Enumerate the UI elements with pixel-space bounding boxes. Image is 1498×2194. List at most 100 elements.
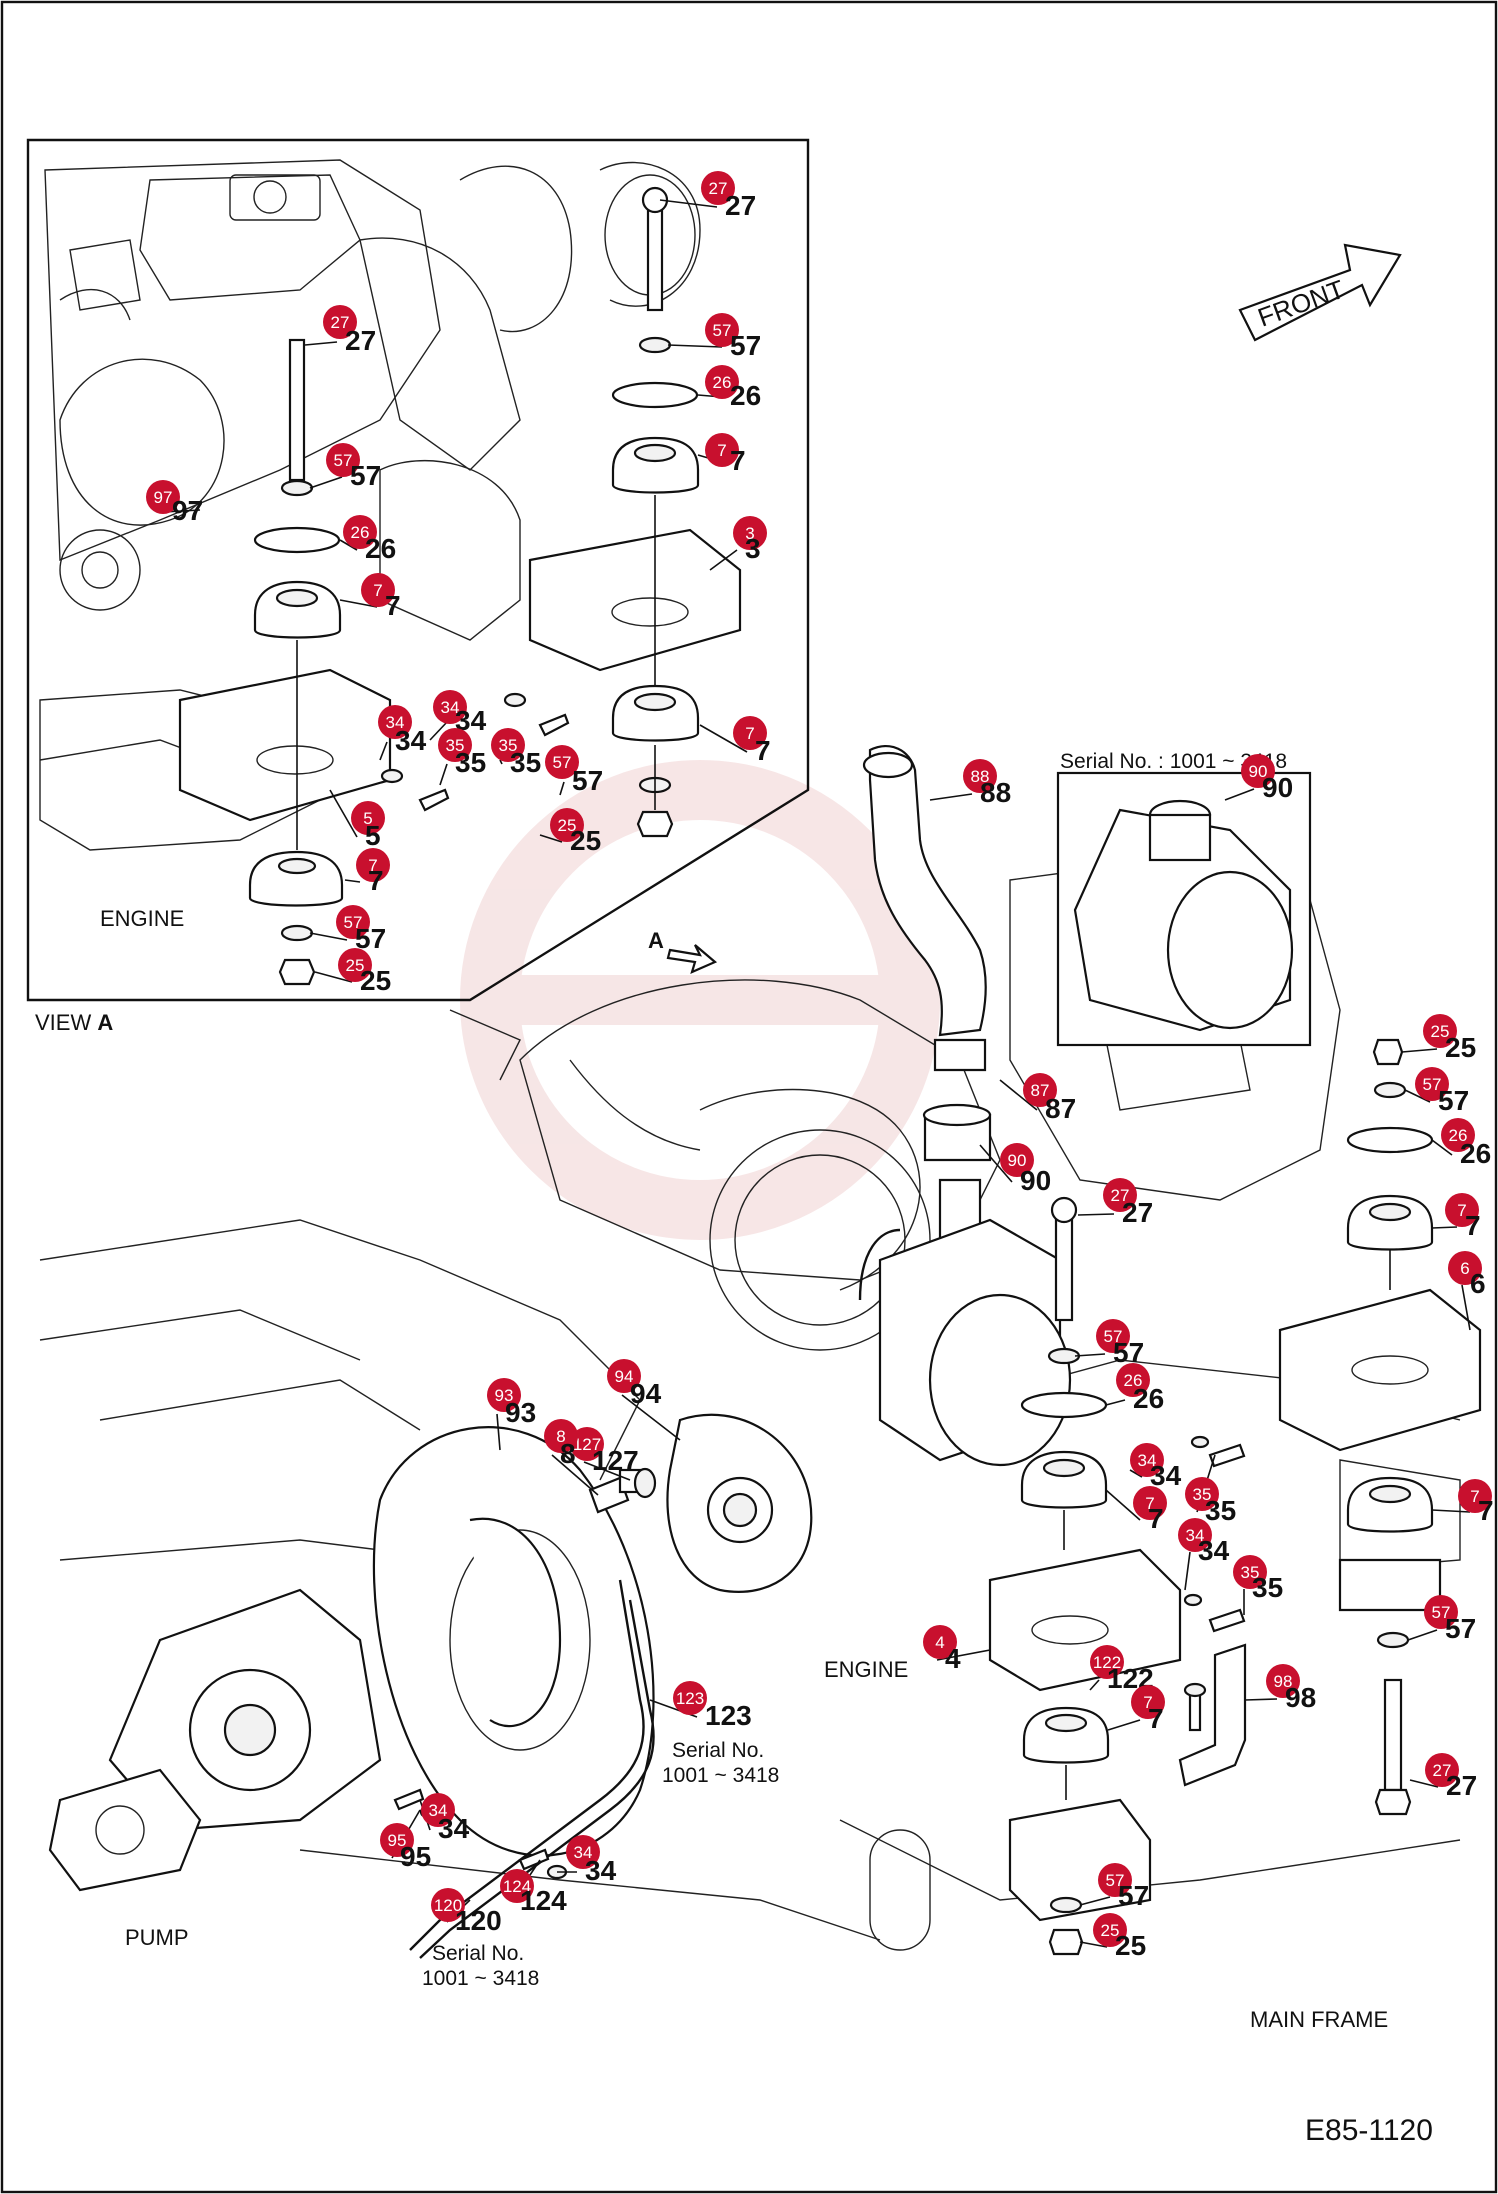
main-callout-leader [979, 1144, 1013, 1183]
view-a-callout-badge-number: 57 [713, 321, 732, 340]
main-callout-badge [607, 1359, 641, 1393]
main-callout-badge [963, 759, 997, 793]
main-callout-badge [1103, 1178, 1137, 1212]
main-callout-leader [1244, 1698, 1278, 1701]
view-a-callout-part-number: 7 [385, 590, 401, 621]
view-a-callout-leader [314, 971, 353, 983]
main-mount-center [988, 1196, 1182, 1956]
caption-engine-main: ENGINE [824, 1657, 908, 1682]
main-callout-badge [570, 1427, 604, 1461]
view-a-callout-badge-number: 7 [717, 441, 726, 460]
hose-120 [409, 1579, 645, 1951]
main-callout-leader [496, 1413, 501, 1451]
main-callout-part-number: 25 [1115, 1930, 1146, 1961]
main-callout-badge [923, 1625, 957, 1659]
main-callout-badge-number: 57 [1423, 1075, 1442, 1094]
view-a-callout-badge [705, 433, 739, 467]
main-callout-badge-number: 87 [1031, 1081, 1050, 1100]
view-a-callout-part-number: 35 [455, 747, 486, 778]
main-callout-badge-number: 27 [1433, 1761, 1452, 1780]
main-callout-badge-number: 7 [1470, 1487, 1479, 1506]
view-a-callout-part-number: 57 [350, 460, 381, 491]
main-callout-leader [1105, 1489, 1141, 1521]
main-callout-badge-number: 7 [1457, 1201, 1466, 1220]
main-callout-badge [1241, 754, 1275, 788]
main-callout-badge-number: 57 [1104, 1327, 1123, 1346]
main-callout-badge-number: 35 [1193, 1485, 1212, 1504]
main-callout-badge-number: 90 [1008, 1151, 1027, 1170]
main-callout-badge-number: 93 [495, 1386, 514, 1405]
main-callout-leader [936, 1649, 991, 1661]
flywheel-housing [372, 1426, 655, 1857]
main-callout-badge [1424, 1595, 1458, 1629]
view-a-callout-badge [433, 690, 467, 724]
main-callout-part-number: 95 [400, 1841, 431, 1872]
main-callout-badge-number: 4 [935, 1633, 944, 1652]
main-callout-badge [1266, 1664, 1300, 1698]
main-callout-leader [1107, 1719, 1141, 1731]
view-a-callout-badge-number: 97 [154, 488, 173, 507]
main-callout-badge-number: 98 [1274, 1672, 1293, 1691]
exhaust-pipe [862, 745, 987, 1072]
view-a-callout-leader [309, 476, 343, 489]
main-callout-part-number: 34 [585, 1855, 617, 1886]
main-callout-leader [1089, 1679, 1100, 1691]
view-a-callout-badge [351, 801, 385, 835]
main-callout-leader [1079, 1896, 1111, 1906]
main-callout-badge-number: 8 [556, 1427, 565, 1446]
view-a-callout-part-number: 26 [730, 380, 761, 411]
main-callout-badge-number: 122 [1093, 1653, 1121, 1672]
view-a-callout-badge-number: 25 [346, 956, 365, 975]
main-callout-badge [1448, 1251, 1482, 1285]
view-a-callout-leader [344, 879, 361, 883]
pump-art [48, 1588, 382, 1892]
main-callout-part-number: 7 [1465, 1210, 1481, 1241]
caption-engine-view-a: ENGINE [100, 906, 184, 931]
view-a-callout-badge [545, 745, 579, 779]
view-a-callout-leader [309, 932, 348, 941]
view-a-callout-badge [361, 573, 395, 607]
main-callout-badge-number: 95 [388, 1831, 407, 1850]
view-a-callout-leader [339, 599, 378, 608]
main-callout-badge [1000, 1143, 1034, 1177]
view-a-mount-right [528, 186, 742, 838]
view-a-callout-part-number: 5 [365, 820, 381, 851]
main-callout-leader [1431, 1226, 1458, 1229]
view-a-callout-badge-number: 7 [373, 581, 382, 600]
inset-muffler-art [1073, 799, 1294, 1032]
main-callout-badge-number: 26 [1124, 1371, 1143, 1390]
main-callout-leader [1074, 1353, 1106, 1357]
view-a-callout-badge [491, 728, 525, 762]
main-callout-badge [544, 1419, 578, 1453]
view-a-frame [26, 138, 810, 1002]
view-a-callout-badge [550, 808, 584, 842]
main-callout-leader [1407, 1629, 1438, 1641]
main-callout-badge [1445, 1193, 1479, 1227]
main-callout-leader [999, 1079, 1038, 1111]
main-callout-badge-number: 57 [1432, 1603, 1451, 1622]
main-callout-part-number: 6 [1470, 1268, 1486, 1299]
main-callout-badge-number: 88 [971, 767, 990, 786]
view-a-callout-badge [705, 365, 739, 399]
main-callout-leader [1184, 1551, 1191, 1591]
main-callout-badge [431, 1888, 465, 1922]
view-a-callout-badge [378, 705, 412, 739]
hose-120-edge [419, 1599, 655, 1959]
main-callout-badge [1423, 1014, 1457, 1048]
main-callout-badge-number: 27 [1111, 1186, 1130, 1205]
main-callout-part-number: 94 [630, 1378, 662, 1409]
main-callout-leader [929, 793, 973, 801]
front-arrow [1238, 243, 1402, 342]
main-callout-badge-number: 94 [615, 1367, 634, 1386]
main-callout-part-number: 57 [1445, 1613, 1476, 1644]
view-a-callout-part-number: 7 [730, 445, 746, 476]
main-callout-badge [380, 1823, 414, 1857]
view-a-callout-part-number: 35 [510, 747, 541, 778]
view-a-callout-leader [304, 341, 338, 346]
main-callout-badge [1133, 1486, 1167, 1520]
view-a-callout-part-number: 7 [368, 865, 384, 896]
view-a-callout-badge-number: 35 [446, 736, 465, 755]
view-a-mount-left [178, 338, 392, 986]
main-callout-badge [1090, 1645, 1124, 1679]
